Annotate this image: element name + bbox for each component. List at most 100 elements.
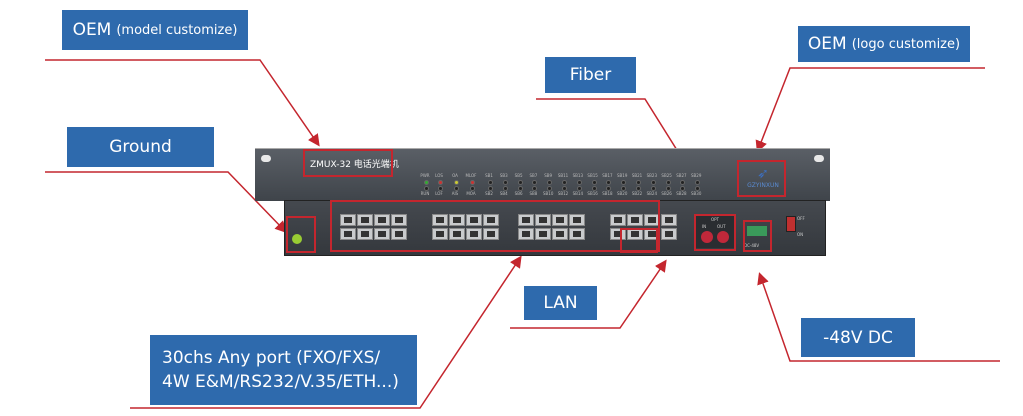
sb-led-label: SB16 (587, 191, 598, 196)
sb-led-label: SB7 (529, 173, 538, 178)
rj45-port[interactable] (627, 214, 643, 226)
sb-led (695, 186, 701, 191)
ground-terminal (292, 234, 302, 244)
dc-pointer (757, 272, 1000, 362)
sb-led (606, 180, 612, 185)
status-led-label: MOA (466, 191, 476, 196)
rj45-port[interactable] (391, 214, 407, 226)
sb-led-label: SB10 (543, 191, 554, 196)
sb-led (636, 180, 641, 185)
sb-led-label: SB8 (529, 191, 538, 196)
rj45-port[interactable] (357, 228, 373, 240)
fiber-out-port[interactable] (717, 231, 729, 243)
sb-led (606, 186, 612, 191)
sb-led (665, 180, 671, 185)
dc-label: DC-48V (744, 243, 760, 248)
status-led (438, 180, 443, 185)
rj45-port[interactable] (340, 214, 356, 226)
rj45-port[interactable] (483, 214, 499, 226)
sb-led (680, 186, 686, 191)
sb-led (547, 180, 553, 185)
device-front-panel (255, 148, 830, 201)
rj45-port[interactable] (552, 228, 568, 240)
sb-led-label: SB14 (572, 191, 583, 196)
rj45-port[interactable] (432, 228, 448, 240)
rj45-port[interactable] (569, 228, 585, 240)
sb-led-label: SB5 (514, 173, 523, 178)
rj45-port[interactable] (449, 228, 465, 240)
sb-led-label: SB25 (661, 173, 672, 178)
highlight-model (303, 149, 393, 177)
sb-led (621, 186, 627, 191)
sb-led-label: SB29 (691, 173, 702, 178)
status-led (454, 180, 459, 185)
sb-led-label: SB4 (499, 191, 508, 196)
sb-led-label: SB9 (544, 173, 553, 178)
sb-led-label: SB20 (617, 191, 628, 196)
rj45-port[interactable] (466, 228, 482, 240)
rj45-port[interactable] (610, 214, 626, 226)
rj45-port[interactable] (535, 228, 551, 240)
sb-led-label: SB13 (572, 173, 583, 178)
sb-led (562, 180, 567, 185)
rj45-port[interactable] (535, 214, 551, 226)
rj45-port[interactable] (432, 214, 448, 226)
rj45-port[interactable] (483, 228, 499, 240)
sb-led (591, 186, 597, 191)
sb-led-label: SB17 (602, 173, 613, 178)
highlight-lan (620, 228, 658, 253)
rj45-port[interactable] (391, 228, 407, 240)
rj45-port[interactable] (518, 214, 534, 226)
sb-led-label: SB19 (617, 173, 628, 178)
sb-led (695, 180, 701, 185)
rj45-port[interactable] (374, 214, 390, 226)
rj45-port[interactable] (466, 214, 482, 226)
rj45-port[interactable] (340, 228, 356, 240)
sb-led (680, 180, 686, 185)
sb-led (636, 186, 641, 191)
status-led-label: OA (452, 173, 458, 178)
rj45-port[interactable] (449, 214, 465, 226)
ground-pointer (45, 171, 288, 234)
status-led-label: LOS (435, 173, 443, 178)
fiber-in-port[interactable] (701, 231, 713, 243)
status-led-label: PWR (420, 173, 430, 178)
rj45-port[interactable] (644, 214, 660, 226)
rj45-port[interactable] (552, 214, 568, 226)
rj45-port[interactable] (518, 228, 534, 240)
highlight-dc (743, 220, 772, 252)
sb-led (621, 180, 627, 185)
rj45-port[interactable] (357, 214, 373, 226)
sb-led (488, 180, 493, 185)
sb-led-label: SB24 (646, 191, 657, 196)
status-led-label: LOF (435, 191, 443, 196)
sb-led (517, 186, 523, 191)
rack-ear-hole (261, 155, 271, 162)
sb-led (532, 186, 538, 191)
callout-oem-logo: OEM(logo customize) (798, 26, 970, 62)
rj45-port[interactable] (661, 214, 677, 226)
sb-led (576, 180, 582, 185)
sb-led (532, 180, 538, 185)
callout-oem-model: OEM(model customize) (62, 10, 248, 50)
callout-ports: 30chs Any port (FXO/FXS/ 4W E&M/RS232/V.… (150, 335, 417, 405)
status-led-label: AIS (451, 191, 459, 196)
rj45-port[interactable] (569, 214, 585, 226)
sb-led-label: SB12 (557, 191, 569, 196)
switch-on-label: ON (797, 232, 804, 237)
highlight-fiber (694, 214, 736, 251)
highlight-logo (737, 160, 786, 197)
ports-pointer (130, 255, 522, 409)
sb-led-label: SB28 (676, 191, 687, 196)
rj45-port[interactable] (374, 228, 390, 240)
lan-port[interactable] (661, 228, 677, 240)
highlight-ground (286, 216, 316, 253)
dc-terminal[interactable] (747, 226, 767, 236)
callout-ground: Ground (67, 127, 214, 167)
power-switch[interactable] (786, 216, 796, 232)
fiber-module: OPT IN OUT (696, 216, 734, 248)
rj45-port[interactable] (610, 228, 626, 240)
switch-off-label: OFF (797, 216, 805, 221)
sb-led (502, 186, 508, 191)
highlight-ports (330, 200, 660, 252)
